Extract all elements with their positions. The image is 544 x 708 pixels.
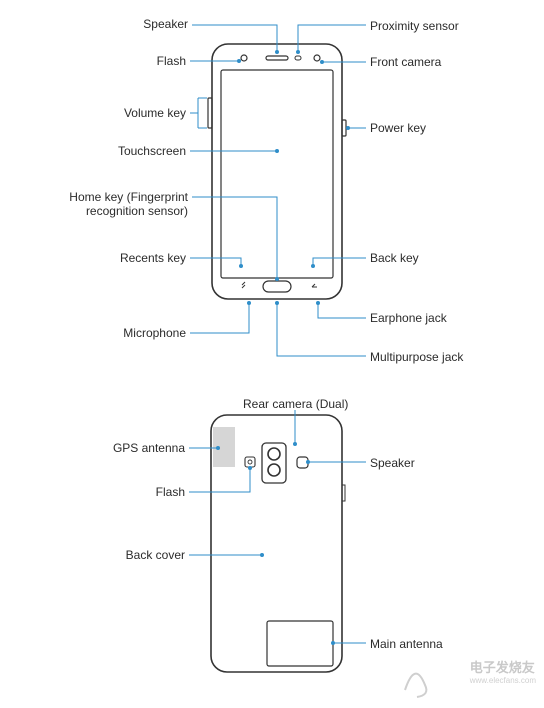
back-callouts xyxy=(189,410,366,644)
back-phone-body xyxy=(210,414,343,673)
label-flash: Flash xyxy=(156,54,186,68)
label-front-camera: Front camera xyxy=(370,55,442,69)
label-home-key-1: Home key (Fingerprint xyxy=(69,190,188,204)
callout-multipurpose xyxy=(276,303,366,357)
front-power-key xyxy=(341,119,347,137)
front-callout-dots xyxy=(237,50,350,305)
watermark-url: www.elecfans.com xyxy=(469,676,536,685)
callout-recents xyxy=(190,257,242,266)
gps-antenna-area xyxy=(213,427,235,467)
callout-back-flash xyxy=(189,468,251,493)
callout-back xyxy=(312,257,366,266)
main-antenna-area xyxy=(266,620,334,667)
label-main-antenna: Main antenna xyxy=(370,637,443,651)
front-camera xyxy=(313,54,321,62)
rear-flash xyxy=(244,456,256,468)
label-rear-camera: Rear camera (Dual) xyxy=(243,397,349,411)
label-touchscreen: Touchscreen xyxy=(117,144,186,158)
front-speaker-grille xyxy=(265,55,289,61)
front-home-key xyxy=(262,280,292,293)
front-proximity-sensor xyxy=(294,55,302,61)
callout-proximity xyxy=(297,24,366,52)
label-volume-key: Volume key xyxy=(123,106,186,120)
label-back-flash: Flash xyxy=(155,485,185,499)
label-speaker: Speaker xyxy=(143,17,188,31)
callout-volume xyxy=(190,97,207,129)
rear-camera-housing xyxy=(261,442,287,484)
label-recents-key: Recents key xyxy=(119,251,186,265)
label-back-key: Back key xyxy=(370,251,419,265)
label-gps-antenna: GPS antenna xyxy=(112,441,185,455)
label-proximity-sensor: Proximity sensor xyxy=(370,19,459,33)
label-power-key: Power key xyxy=(370,121,427,135)
callout-earphone xyxy=(317,303,366,319)
rear-camera-lens-2 xyxy=(267,463,281,477)
watermark-logo xyxy=(404,672,428,698)
front-recents-key xyxy=(241,281,246,289)
front-flash xyxy=(240,54,248,62)
callout-home xyxy=(192,196,278,279)
label-back-cover: Back cover xyxy=(125,548,185,562)
back-view xyxy=(210,414,346,673)
label-home-key-2: recognition sensor) xyxy=(85,204,188,218)
callout-microphone xyxy=(190,303,250,334)
rear-camera-lens-1 xyxy=(267,447,281,461)
back-side-key xyxy=(341,484,346,502)
label-back-speaker: Speaker xyxy=(370,456,415,470)
front-callouts xyxy=(190,24,366,357)
watermark-title: 电子发烧友 xyxy=(469,660,535,675)
front-back-key xyxy=(311,283,317,288)
label-multipurpose-jack: Multipurpose jack xyxy=(370,350,464,364)
callout-speaker xyxy=(192,24,278,52)
label-earphone-jack: Earphone jack xyxy=(370,311,447,325)
front-volume-key xyxy=(207,97,213,129)
watermark: 电子发烧友 www.elecfans.com xyxy=(470,657,536,685)
label-microphone: Microphone xyxy=(123,326,186,340)
back-callout-dots xyxy=(216,442,335,645)
